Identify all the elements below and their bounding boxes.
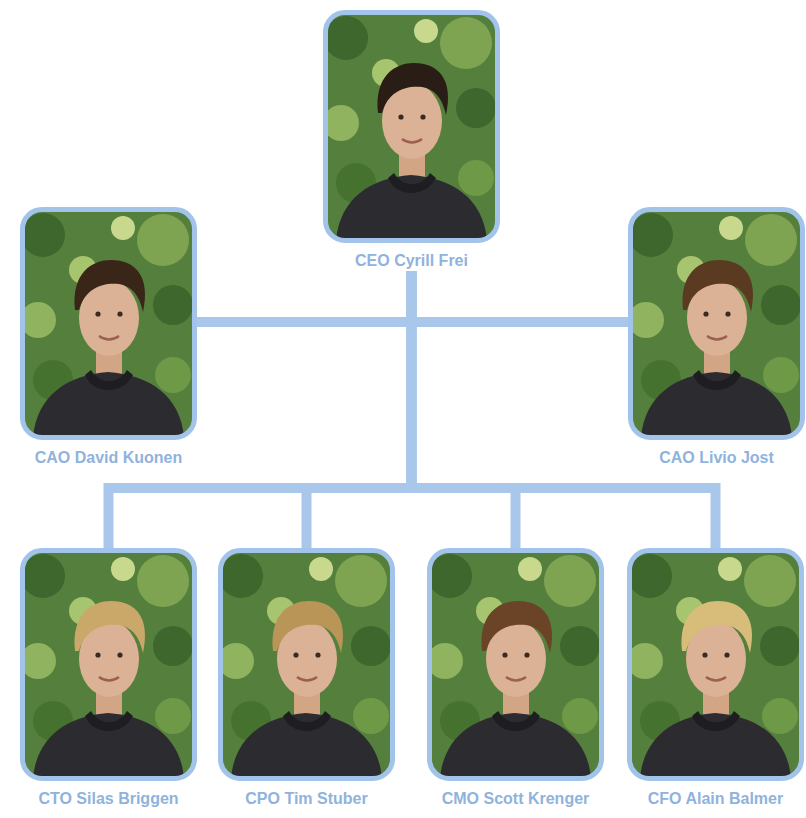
- person-card: CPO Tim Stuber: [218, 548, 395, 809]
- org-connector: [307, 271, 412, 548]
- photo-frame: [427, 548, 604, 781]
- role-caption: CAO David Kuonen: [35, 448, 183, 468]
- person-card: CMO Scott Krenger: [427, 548, 604, 809]
- org-connector: [412, 271, 716, 548]
- role-caption: CFO Alain Balmer: [648, 789, 783, 809]
- org-connector: [109, 271, 412, 548]
- role-caption: CPO Tim Stuber: [245, 789, 367, 809]
- role-caption: CTO Silas Briggen: [38, 789, 178, 809]
- photo-frame: [20, 548, 197, 781]
- person-card: CTO Silas Briggen: [20, 548, 197, 809]
- photo-frame: [627, 548, 804, 781]
- person-card: CFO Alain Balmer: [627, 548, 804, 809]
- org-connector: [412, 271, 629, 322]
- person-card: CEO Cyrill Frei: [323, 10, 500, 271]
- org-connector: [412, 271, 516, 548]
- photo-frame: [20, 207, 197, 440]
- photo-frame: [323, 10, 500, 243]
- org-connector: [197, 271, 412, 322]
- role-caption: CEO Cyrill Frei: [355, 251, 468, 271]
- person-card: CAO Livio Jost: [628, 207, 805, 468]
- role-caption: CAO Livio Jost: [659, 448, 774, 468]
- person-card: CAO David Kuonen: [20, 207, 197, 468]
- photo-frame: [628, 207, 805, 440]
- photo-frame: [218, 548, 395, 781]
- role-caption: CMO Scott Krenger: [442, 789, 590, 809]
